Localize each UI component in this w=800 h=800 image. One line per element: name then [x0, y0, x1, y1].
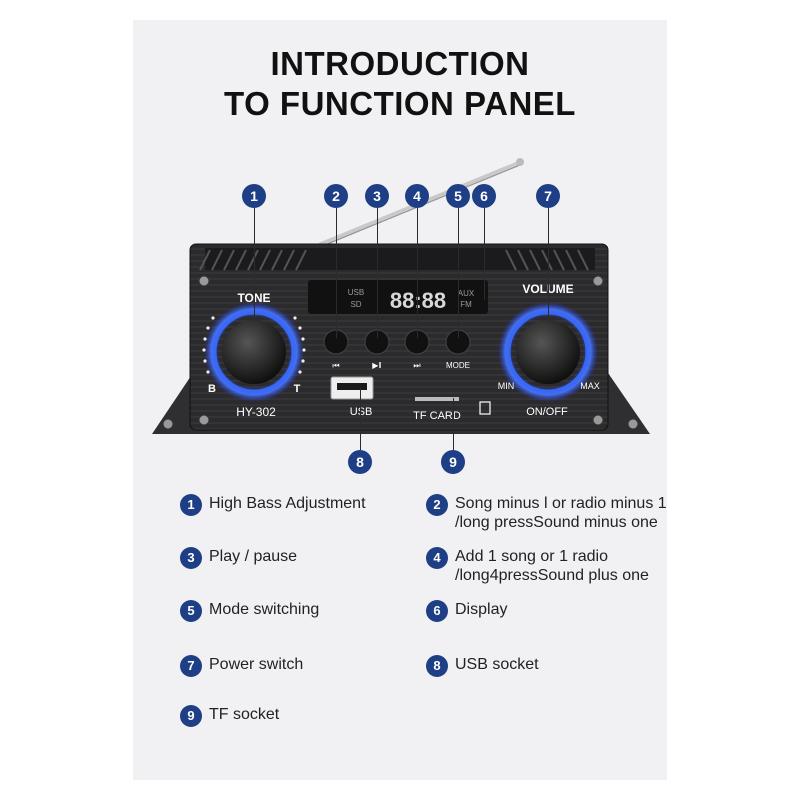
amplifier-chassis [189, 243, 609, 431]
svg-text:⏭: ⏭ [413, 361, 420, 370]
tone-scale-dots [202, 316, 306, 374]
svg-text:AUX: AUX [458, 289, 475, 298]
min-label: MIN [498, 381, 515, 391]
callout-line-7 [548, 208, 550, 320]
callout-line-8 [360, 388, 362, 450]
callout-8: 8 [348, 450, 372, 474]
legend-item-3: 3 Play / pause [180, 547, 297, 569]
legend-item-7: 7 Power switch [180, 655, 303, 677]
onoff-label: ON/OFF [526, 406, 568, 418]
callout-line-6 [484, 208, 486, 300]
legend-item-9: 9 TF socket [180, 705, 279, 727]
svg-text:⏮: ⏮ [332, 361, 339, 370]
svg-text:▶‖: ▶‖ [372, 361, 381, 370]
page-title-line2: TO FUNCTION PANEL [224, 85, 576, 122]
callout-line-5 [458, 208, 460, 338]
svg-text:SD: SD [350, 300, 361, 309]
legend-item-1: 1 High Bass Adjustment [180, 494, 366, 516]
callout-9: 9 [441, 450, 465, 474]
bass-mark: B [208, 383, 216, 395]
callout-line-9 [453, 398, 455, 450]
page-title-line1: INTRODUCTION [270, 45, 530, 82]
callout-line-4 [417, 208, 419, 338]
callout-line-2 [336, 208, 338, 338]
screws [162, 275, 639, 430]
model-label: HY-302 [236, 405, 276, 419]
callout-2: 2 [324, 184, 348, 208]
svg-text:MODE: MODE [446, 361, 470, 370]
legend-item-8: 8 USB socket [426, 655, 539, 677]
legend-item-2: 2 Song minus l or radio minus 1/long pre… [426, 494, 667, 532]
heat-fins [199, 248, 595, 271]
usb-port[interactable] [330, 376, 374, 400]
max-label: MAX [580, 381, 600, 391]
svg-text:FM: FM [460, 300, 472, 309]
svg-text:USB: USB [348, 288, 364, 297]
treble-mark: T [294, 383, 301, 395]
callout-4: 4 [405, 184, 429, 208]
callout-line-1 [254, 208, 256, 318]
legend-item-4: 4 Add 1 song or 1 radio/long4pressSound … [426, 547, 649, 585]
callout-1: 1 [242, 184, 266, 208]
legend-item-5: 5 Mode switching [180, 600, 319, 622]
tf-card-slot[interactable] [415, 397, 491, 415]
display: USB SD 88:88 AUX FM [308, 280, 488, 314]
callout-line-3 [377, 208, 379, 338]
tone-knob[interactable] [204, 302, 304, 402]
callout-7: 7 [536, 184, 560, 208]
callout-6: 6 [472, 184, 496, 208]
legend-item-6: 6 Display [426, 600, 507, 622]
tf-card-label: TF CARD [413, 410, 461, 422]
next-button[interactable]: ⏭ [404, 329, 430, 370]
callout-3: 3 [365, 184, 389, 208]
volume-knob[interactable] [498, 302, 598, 402]
callout-5: 5 [446, 184, 470, 208]
